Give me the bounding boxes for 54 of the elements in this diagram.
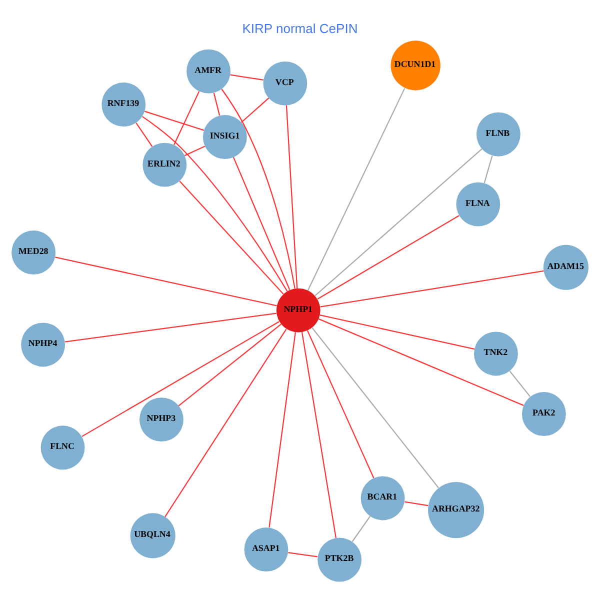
node-circle: DCUN1D1 xyxy=(390,40,440,90)
connector xyxy=(352,515,371,542)
node-circle: MED28 xyxy=(12,230,56,274)
node-circle: ERLIN2 xyxy=(142,142,187,186)
node-circle: UBQLN4 xyxy=(130,512,176,558)
connector xyxy=(82,320,280,436)
node-circle: ASAP1 xyxy=(244,527,288,571)
connector xyxy=(320,314,475,350)
node-circle: ADAM15 xyxy=(543,244,588,290)
diagram-title: KIRP normal CePIN xyxy=(242,20,358,36)
connector xyxy=(230,74,264,80)
node-circle: TNK2 xyxy=(474,331,518,376)
node-circle: BCAR1 xyxy=(360,476,405,520)
node-circle: FLNB xyxy=(476,112,520,156)
connector xyxy=(312,326,439,488)
connector xyxy=(288,552,318,557)
connector xyxy=(484,155,493,183)
connector xyxy=(184,145,206,156)
node-circle: FLNA xyxy=(456,182,500,226)
connector xyxy=(164,328,287,517)
node-circle: VCP xyxy=(263,60,308,105)
connector xyxy=(268,332,296,528)
node-circle: FLNC xyxy=(40,425,85,470)
connector xyxy=(318,318,524,406)
connector xyxy=(320,270,544,307)
connector xyxy=(136,122,153,146)
connector xyxy=(221,88,296,288)
connector xyxy=(317,214,460,300)
connector xyxy=(314,148,482,296)
connector xyxy=(306,330,374,478)
node-circle: INSIG1 xyxy=(202,114,247,158)
connector xyxy=(241,97,270,122)
connector xyxy=(307,88,406,290)
connector xyxy=(233,156,290,290)
node-circle: PTK2B xyxy=(318,537,362,582)
connector xyxy=(179,180,284,294)
connector xyxy=(55,256,277,306)
connector xyxy=(286,104,298,288)
node-circle: NPHP1 xyxy=(276,288,320,332)
connector xyxy=(144,110,204,130)
node-circle: NPHP3 xyxy=(139,397,184,442)
connector xyxy=(301,331,337,538)
node-circle: RNF139 xyxy=(102,82,146,126)
connector xyxy=(509,370,530,396)
node-circle: ARHGAP32 xyxy=(428,482,484,538)
connector xyxy=(404,500,428,506)
node-circle: PAK2 xyxy=(522,392,566,436)
connector xyxy=(174,90,200,144)
connector xyxy=(142,116,288,292)
connector xyxy=(213,92,220,116)
node-circle: NPHP4 xyxy=(21,322,66,366)
connector xyxy=(65,312,276,342)
connector xyxy=(178,323,282,406)
node-circle: AMFR xyxy=(186,48,230,93)
